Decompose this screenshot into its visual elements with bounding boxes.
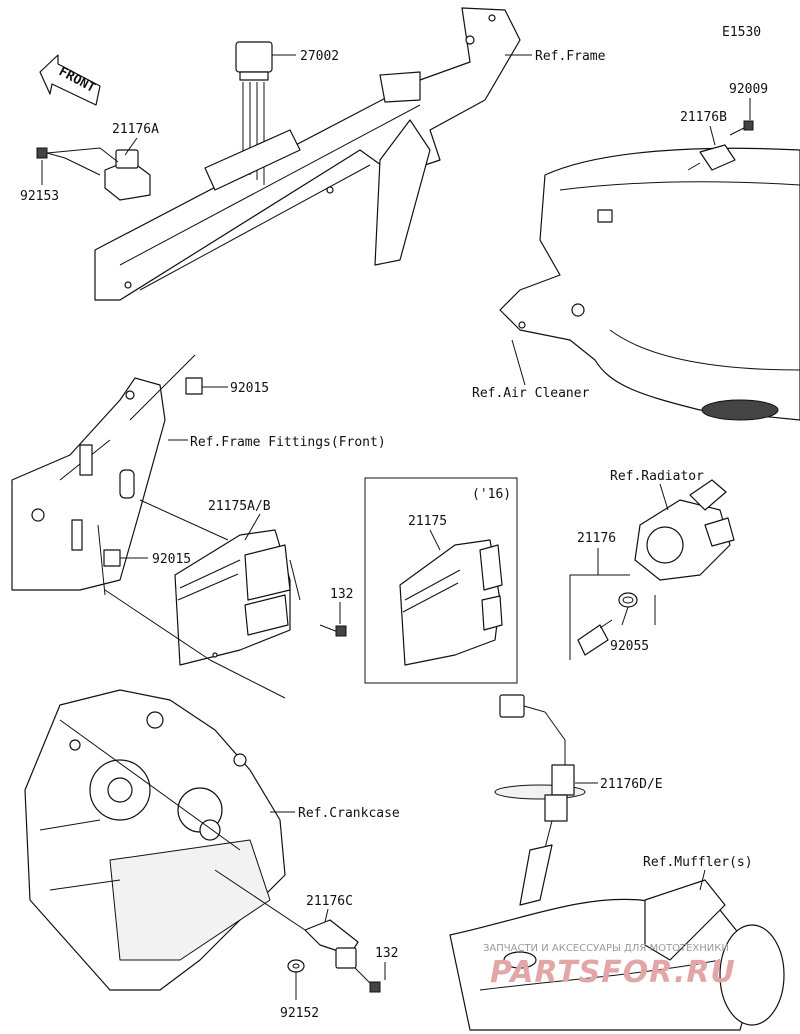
sensor-21176B <box>687 144 736 171</box>
frame-fittings-front <box>11 377 166 591</box>
o2-sensor-21176DE <box>494 694 586 822</box>
crankcase <box>24 689 286 991</box>
label-132-bottom: 132 <box>375 946 398 961</box>
frame-rail <box>94 7 521 301</box>
label-92015-bottom: 92015 <box>152 552 191 567</box>
year-note: ('16) <box>472 487 511 502</box>
nut-92015-top <box>185 377 203 395</box>
ref-air-cleaner: Ref.Air Cleaner <box>472 386 590 401</box>
label-92153: 92153 <box>20 189 59 204</box>
bolt-132-mid <box>319 624 347 637</box>
label-92152: 92152 <box>280 1006 319 1021</box>
washer-92152 <box>287 959 305 973</box>
connector-27002 <box>235 41 273 81</box>
sensor-21176 <box>577 619 613 656</box>
label-92055: 92055 <box>610 639 649 654</box>
nut-92015-bottom <box>103 549 121 567</box>
ref-frame-fittings: Ref.Frame Fittings(Front) <box>190 435 386 450</box>
ecu-21175AB <box>174 529 291 666</box>
sensor-21176A <box>104 149 151 201</box>
sensor-21176C <box>304 919 359 969</box>
ref-radiator: Ref.Radiator <box>610 469 704 484</box>
watermark-brand: PARTSFOR.RU <box>490 955 736 990</box>
ref-crankcase: Ref.Crankcase <box>298 806 400 821</box>
radiator-housing <box>634 479 735 581</box>
label-132-mid: 132 <box>330 587 353 602</box>
label-92015-top: 92015 <box>230 381 269 396</box>
label-27002: 27002 <box>300 49 339 64</box>
ref-muffler: Ref.Muffler(s) <box>643 855 753 870</box>
label-21175: 21175 <box>408 514 447 529</box>
watermark-tagline: ЗАПЧАСТИ И АКСЕССУАРЫ ДЛЯ МОТОТЕХНИКИ <box>483 943 729 954</box>
ecu-21175 <box>399 539 503 666</box>
bolt-92009 <box>729 120 754 136</box>
air-cleaner <box>499 147 800 421</box>
label-92009: 92009 <box>729 82 768 97</box>
year-variant-box <box>364 477 518 684</box>
label-21176C: 21176C <box>306 894 353 909</box>
diagram-code: E1530 <box>722 25 761 40</box>
muffler <box>449 844 785 1031</box>
label-21175AB: 21175A/B <box>208 499 271 514</box>
ref-frame: Ref.Frame <box>535 49 606 64</box>
bolt-132-bottom <box>354 967 381 993</box>
label-21176DE: 21176D/E <box>600 777 663 792</box>
washer-92055 <box>618 592 638 608</box>
label-21176B: 21176B <box>680 110 727 125</box>
label-21176A: 21176A <box>112 122 159 137</box>
label-21176: 21176 <box>577 531 616 546</box>
front-arrow-icon: FRONT <box>39 54 101 106</box>
